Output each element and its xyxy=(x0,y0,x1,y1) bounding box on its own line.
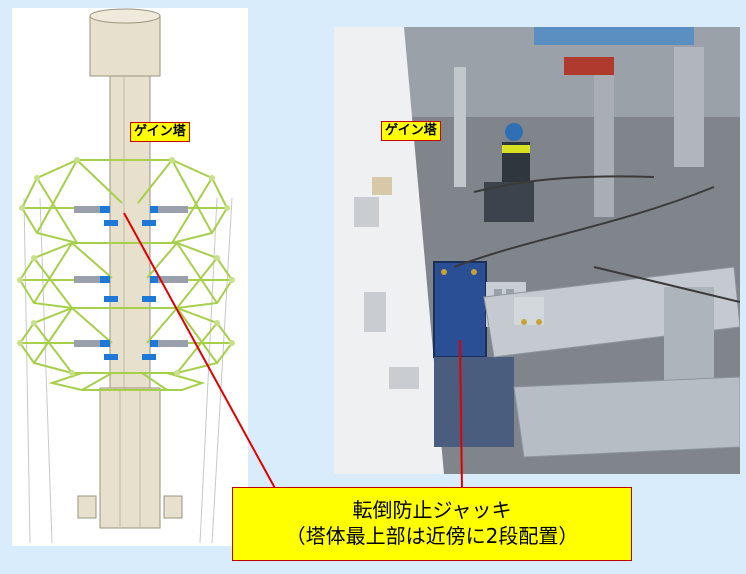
callout-title: 転倒防止ジャッキ xyxy=(352,498,512,522)
callout-note: （塔体最上部は近傍に2段配置） xyxy=(285,524,579,548)
jack-photo-panel xyxy=(334,27,740,474)
cables xyxy=(453,175,740,303)
tower-label-right: ゲイン塔 xyxy=(381,121,441,141)
tower-schematic-panel xyxy=(12,8,248,546)
steel-beams xyxy=(483,266,740,458)
white-tower xyxy=(334,27,444,474)
tower-schematic-drawing xyxy=(17,8,235,544)
tower-shaft xyxy=(77,75,183,529)
jack-callout-box: 転倒防止ジャッキ （塔体最上部は近傍に2段配置） xyxy=(232,487,632,561)
tower-cap xyxy=(89,8,161,77)
jack-photo-illustration xyxy=(334,27,740,474)
tower-label-left: ゲイン塔 xyxy=(130,122,190,142)
